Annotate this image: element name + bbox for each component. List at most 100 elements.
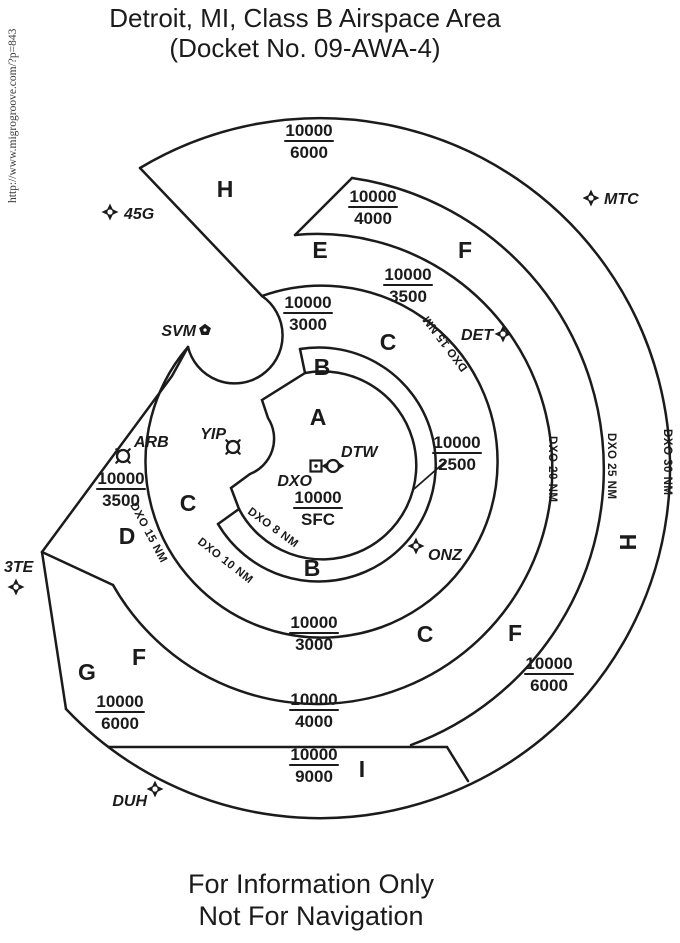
fix-label-45g: 45G [123,206,154,223]
ceiling-value: 10000 [290,690,337,709]
floor-value: SFC [301,510,335,529]
fix-svm: SVM [161,323,211,340]
southwest-wedge-line [40,550,68,711]
fix-det: DET [461,325,512,344]
floor-value: 3500 [389,287,427,306]
fix-label-arb: ARB [133,434,169,451]
fix-label-onz: ONZ [428,547,463,564]
page-title-line2: (Docket No. 09-AWA-4) [169,33,440,63]
ceiling-value: 10000 [284,293,331,312]
sector-label-h: H [217,176,234,202]
svm-pentagon-icon [199,323,211,335]
footer-line2: Not For Navigation [198,901,423,931]
fix-dxo: DXO [277,459,323,490]
sector-label-f: F [458,237,472,263]
fix-45g: 45G [101,203,154,223]
watermark-url: http://www.migrogroove.com/?p=843 [7,28,19,203]
altitude-label-h-southeast: 10000 6000 [524,654,574,695]
altitude-label-h-north: 10000 6000 [284,121,334,162]
fix-label-det: DET [461,327,494,344]
45g-star-icon [101,203,119,221]
sector-label-g: G [78,659,96,685]
fix-label-dtw: DTW [341,444,379,461]
floor-value: 4000 [295,712,333,731]
fix-yip: YIP [200,426,241,455]
i-sector-chord-line [107,745,470,783]
sector-label-c: C [417,621,434,647]
e-sector-radial-line [293,176,354,237]
altitude-label-ring-3500-north: 10000 3500 [383,265,433,306]
ceiling-value: 10000 [525,654,572,673]
sector-label-b: B [314,354,331,380]
fix-dtw: DTW [321,444,379,474]
ceiling-value: 10000 [97,469,144,488]
b-box-left-edge [298,347,307,375]
10nm-arc [216,346,437,583]
altitude-label-d-west: 10000 3500 [96,469,146,510]
altitude-2500-leader-line [413,460,447,490]
west-radial-line [40,345,190,554]
fix-label-svm: SVM [161,323,196,340]
floor-value: 3000 [295,635,333,654]
floor-value: 2500 [438,455,476,474]
altitude-label-ring-2500: 10000 2500 [432,433,482,474]
yip-compass-icon [225,439,241,455]
northwest-radial-line [138,166,264,298]
altitude-label-ring-4000-south: 10000 4000 [289,690,339,731]
a-sector-west-boundary [229,371,307,511]
footer-line1: For Information Only [188,869,435,899]
boundary-geometry [40,116,672,820]
sector-label-b: B [304,555,321,581]
sector-label-i: I [359,756,365,782]
onz-star-icon [407,537,425,555]
ceiling-value: 10000 [349,187,396,206]
floor-value: 3500 [102,491,140,510]
ceiling-value: 10000 [294,488,341,507]
sector-label-f: F [132,644,146,670]
floor-value: 6000 [290,143,328,162]
page-title-line1: Detroit, MI, Class B Airspace Area [109,3,501,33]
fix-label-3te: 3TE [4,559,35,576]
8nm-arc [237,370,418,561]
altitude-label-i-south: 10000 9000 [289,745,339,786]
b-ring-southwest-closure [216,507,241,526]
floor-value: 3000 [289,315,327,334]
altitude-labels-group: 1000060001000040001000035001000030001000… [95,121,574,786]
ring-distance-label: DXO 25 NM [605,433,617,500]
ceiling-value: 10000 [433,433,480,452]
mtc-star-icon [582,189,600,207]
sector-label-c: C [380,329,397,355]
duh-star-icon [146,780,164,798]
sector-label-a: A [310,404,327,430]
d-sector-bottom-line [40,550,115,587]
dtw-vortac-icon [321,458,345,474]
sector-label-c: C [180,490,197,516]
svm-cutout-arc [186,294,284,385]
ceiling-value: 10000 [290,613,337,632]
fix-label-dxo: DXO [277,473,312,490]
ring-distance-label: DXO 10 NM [195,536,255,586]
altitude-label-ring-3000-north: 10000 3000 [283,293,333,334]
fix-3te: 3TE [4,559,35,596]
altitude-label-ef-north: 10000 4000 [348,187,398,228]
floor-value: 9000 [295,767,333,786]
ceiling-value: 10000 [384,265,431,284]
altitude-label-g-southwest: 10000 6000 [95,692,145,733]
sector-label-f: F [508,620,522,646]
floor-value: 4000 [354,209,392,228]
floor-value: 6000 [101,714,139,733]
altitude-label-ring-3000-south: 10000 3000 [289,613,339,654]
ceiling-value: 10000 [290,745,337,764]
fix-onz: ONZ [407,537,463,564]
ceiling-value: 10000 [96,692,143,711]
sector-label-d: D [119,523,136,549]
floor-value: 6000 [530,676,568,695]
outer-30nm-arc [64,116,672,820]
fix-label-mtc: MTC [604,191,639,208]
fix-arb: ARB [115,434,169,464]
ceiling-value: 10000 [285,121,332,140]
